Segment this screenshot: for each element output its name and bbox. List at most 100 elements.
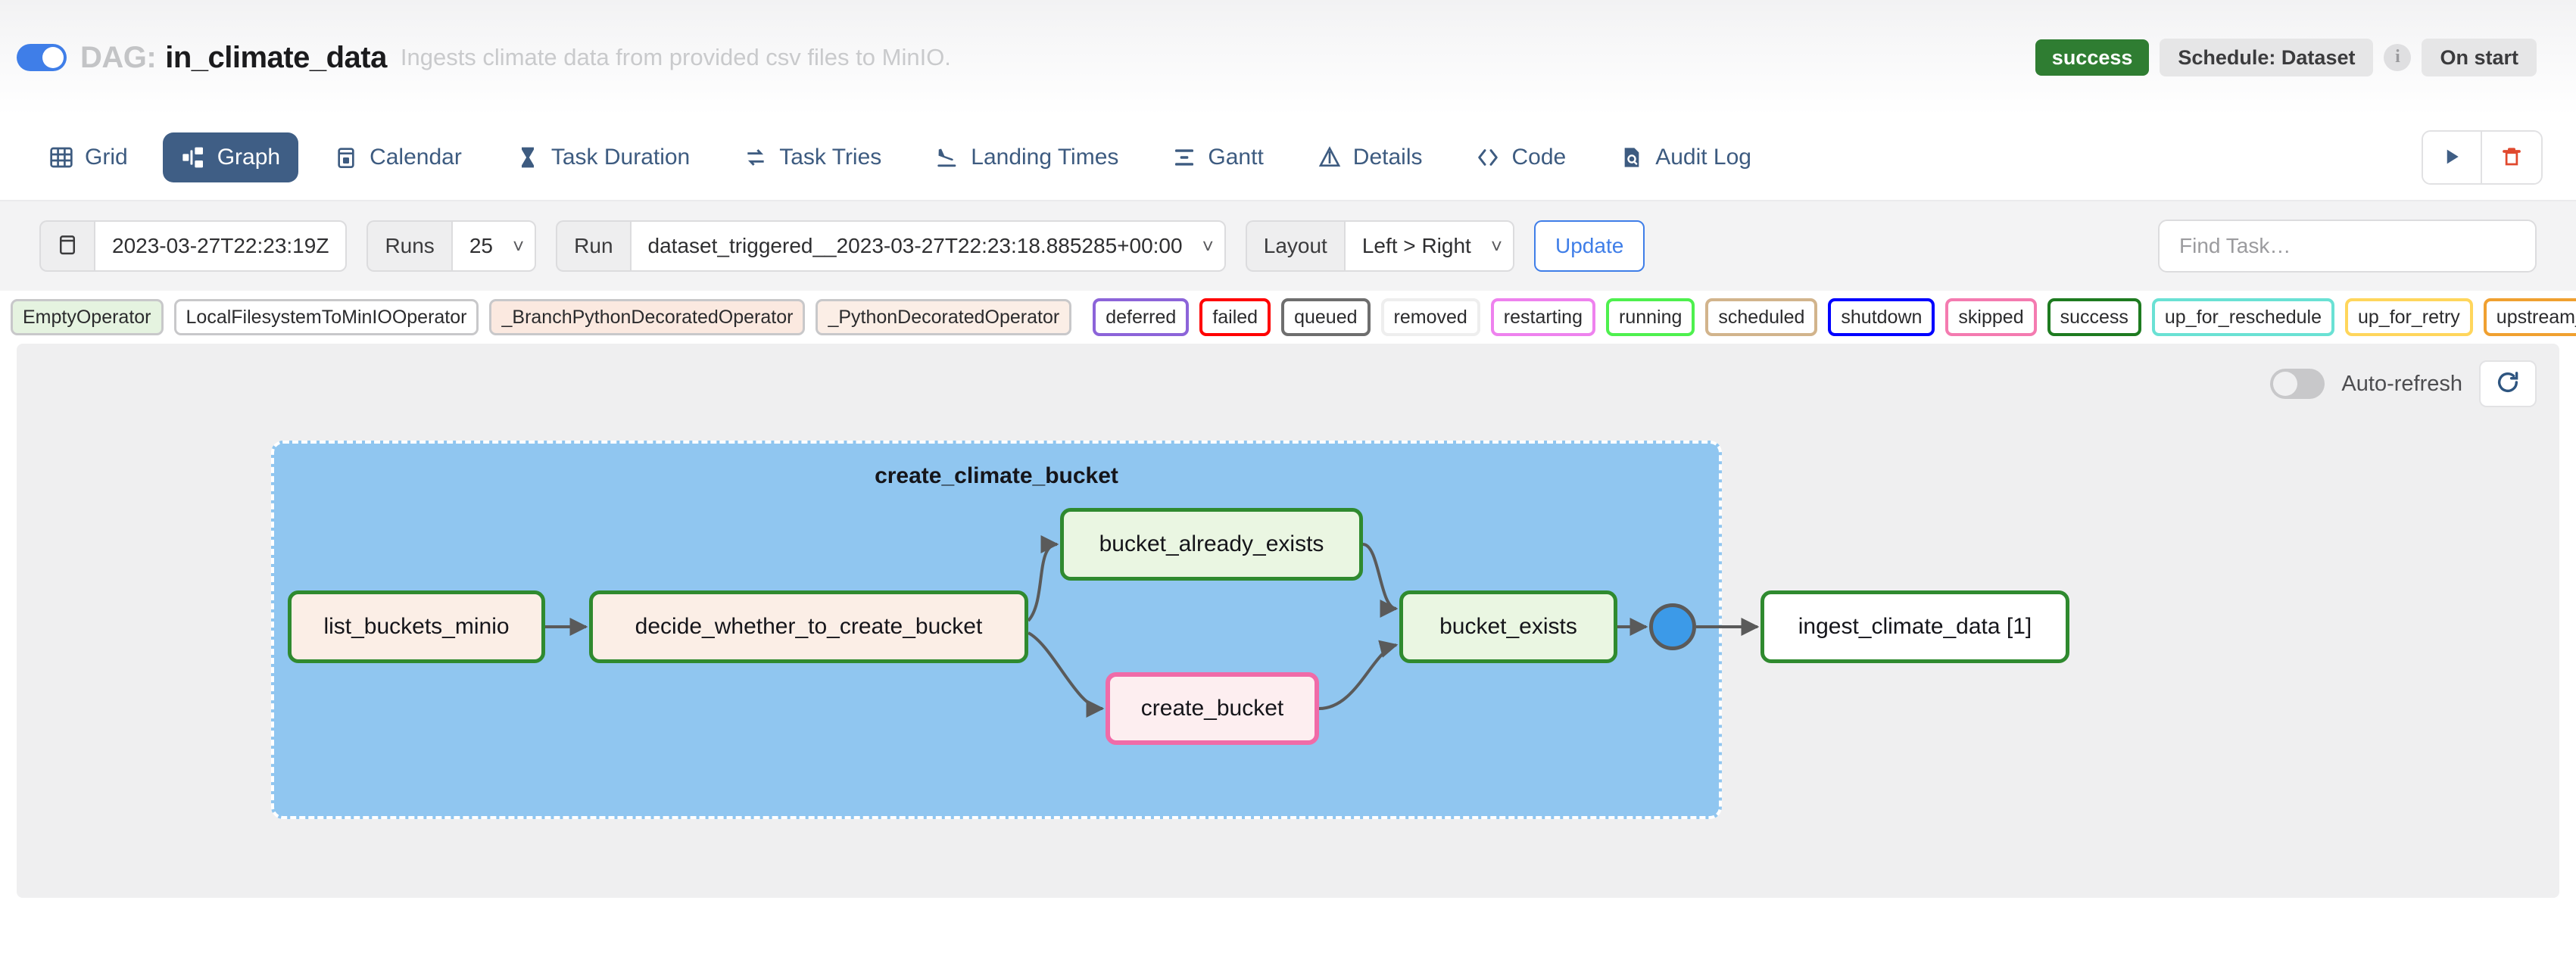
retry-icon: [743, 145, 769, 170]
legend-status-skipped[interactable]: skipped: [1945, 298, 2037, 337]
tab-grid-label: Grid: [85, 145, 128, 170]
tabbar-divider: [0, 200, 2576, 201]
runs-label: Runs: [366, 220, 451, 272]
tab-code[interactable]: Code: [1457, 132, 1584, 182]
task-node-label: bucket_exists: [1439, 614, 1577, 639]
tab-graph[interactable]: Graph: [162, 132, 299, 182]
legend-status-upstream_failed[interactable]: upstream_failed: [2483, 298, 2576, 337]
calendar-button[interactable]: [39, 220, 94, 272]
task-group-title: create_climate_bucket: [875, 463, 1118, 488]
legend-status-deferred[interactable]: deferred: [1093, 298, 1190, 337]
run-select[interactable]: dataset_triggered__2023-03-27T22:23:18.8…: [629, 220, 1226, 272]
info-icon[interactable]: i: [2384, 43, 2412, 71]
graph-icon: [181, 145, 207, 170]
legend-status-restarting[interactable]: restarting: [1490, 298, 1595, 337]
on-start-badge: On start: [2422, 38, 2537, 77]
runs-select-value: 25: [469, 234, 493, 257]
chevron-down-icon: ˅: [512, 235, 525, 257]
landing-icon: [934, 145, 960, 170]
runs-select[interactable]: 25 ˅: [451, 220, 537, 272]
gantt-icon: [1171, 145, 1197, 170]
run-label: Run: [556, 220, 630, 272]
tab-code-label: Code: [1511, 145, 1567, 170]
task-node-label: decide_whether_to_create_bucket: [635, 614, 983, 639]
dag-pause-toggle-knob: [42, 47, 64, 68]
task-node-list_buckets_minio[interactable]: list_buckets_minio: [288, 590, 545, 663]
layout-group: Layout Left > Right ˅: [1245, 220, 1514, 272]
tab-graph-label: Graph: [217, 145, 281, 170]
dag-tab-bar: Grid Graph Calendar Task Duration Task T…: [0, 115, 2576, 200]
tab-details[interactable]: Details: [1299, 132, 1441, 182]
find-task-input[interactable]: Find Task…: [2158, 220, 2537, 273]
legend-status-up_for_retry[interactable]: up_for_retry: [2345, 298, 2473, 337]
tab-gantt-label: Gantt: [1208, 145, 1264, 170]
audit-log-icon: [1619, 145, 1645, 170]
refresh-button[interactable]: [2479, 360, 2537, 407]
tab-calendar-label: Calendar: [370, 145, 462, 170]
triangle-icon: [1317, 145, 1343, 170]
legend-status-up_for_reschedule[interactable]: up_for_reschedule: [2151, 298, 2334, 337]
run-select-value: dataset_triggered__2023-03-27T22:23:18.8…: [647, 234, 1183, 257]
legend-status-scheduled[interactable]: scheduled: [1705, 298, 1818, 337]
task-node-bucket_exists[interactable]: bucket_exists: [1399, 590, 1617, 663]
tab-task-duration[interactable]: Task Duration: [497, 132, 708, 182]
legend-status-running[interactable]: running: [1606, 298, 1695, 337]
legend-status-success[interactable]: success: [2047, 298, 2141, 337]
legend-operator-2[interactable]: _BranchPythonDecoratedOperator: [489, 298, 806, 336]
layout-select[interactable]: Left > Right ˅: [1343, 220, 1514, 272]
tab-landing-times[interactable]: Landing Times: [916, 132, 1137, 182]
calendar-icon: [333, 145, 359, 170]
graph-controls: Auto-refresh: [2270, 360, 2537, 407]
tab-task-duration-label: Task Duration: [550, 145, 691, 170]
tab-task-tries[interactable]: Task Tries: [725, 132, 900, 182]
tab-calendar[interactable]: Calendar: [315, 132, 480, 182]
delete-dag-button[interactable]: [2482, 132, 2541, 183]
refresh-icon: [2495, 369, 2521, 399]
task-node-decide_whether_to_create_bucket[interactable]: decide_whether_to_create_bucket: [589, 590, 1028, 663]
dag-header: DAG: in_climate_data Ingests climate dat…: [0, 0, 2576, 115]
code-icon: [1475, 145, 1501, 170]
layout-select-value: Left > Right: [1361, 234, 1471, 257]
schedule-badge: Schedule: Dataset: [2160, 38, 2374, 77]
legend-status-failed[interactable]: failed: [1199, 298, 1271, 337]
auto-refresh-toggle[interactable]: [2270, 369, 2325, 399]
dag-prefix-label: DAG:: [80, 40, 157, 74]
trash-icon: [2500, 145, 2523, 170]
legend-operator-3[interactable]: _PythonDecoratedOperator: [816, 298, 1072, 336]
layout-label: Layout: [1245, 220, 1344, 272]
legend-operator-0[interactable]: EmptyOperator: [11, 298, 164, 336]
update-button[interactable]: Update: [1534, 220, 1645, 272]
tab-grid[interactable]: Grid: [30, 132, 146, 182]
chevron-down-icon: ˅: [1490, 235, 1502, 257]
grid-icon: [48, 145, 74, 170]
legend-status-shutdown[interactable]: shutdown: [1828, 298, 1935, 337]
chevron-down-icon: ˅: [1202, 235, 1214, 257]
play-icon: [2440, 145, 2463, 170]
task-node-ingest_climate_data[interactable]: ingest_climate_data [1]: [1760, 590, 2069, 663]
task-node-create_bucket[interactable]: create_bucket: [1106, 672, 1319, 745]
legend-operator-1[interactable]: LocalFilesystemToMinIOOperator: [173, 298, 479, 336]
graph-toolbar: 2023-03-27T22:23:19Z Runs 25 ˅ Run datas…: [0, 201, 2576, 291]
tab-audit-log-label: Audit Log: [1655, 145, 1751, 170]
auto-refresh-label: Auto-refresh: [2341, 371, 2462, 396]
tab-details-label: Details: [1352, 145, 1423, 170]
legend-status-removed[interactable]: removed: [1380, 298, 1480, 337]
dag-pause-toggle[interactable]: [17, 44, 67, 71]
tab-audit-log[interactable]: Audit Log: [1601, 132, 1770, 182]
dag-graph[interactable]: create_climate_bucket list_buckets_minio d…: [17, 344, 2559, 898]
legend-status-queued[interactable]: queued: [1281, 298, 1371, 337]
task-node-join[interactable]: [1649, 603, 1696, 650]
graph-canvas-panel: Auto-refresh create_climate_bucket list_b…: [17, 344, 2559, 898]
trigger-dag-button[interactable]: [2423, 132, 2482, 183]
run-group: Run dataset_triggered__2023-03-27T22:23:…: [556, 220, 1226, 272]
tab-landing-times-label: Landing Times: [971, 145, 1119, 170]
task-node-bucket_already_exists[interactable]: bucket_already_exists: [1060, 508, 1363, 581]
date-input[interactable]: 2023-03-27T22:23:19Z: [94, 220, 348, 272]
calendar-small-icon: [56, 233, 79, 260]
runs-group: Runs 25 ˅: [366, 220, 537, 272]
status-badge: success: [2035, 39, 2150, 76]
page-title: in_climate_data: [165, 40, 387, 74]
tab-gantt[interactable]: Gantt: [1153, 132, 1281, 182]
date-picker-group: 2023-03-27T22:23:19Z: [39, 220, 348, 272]
